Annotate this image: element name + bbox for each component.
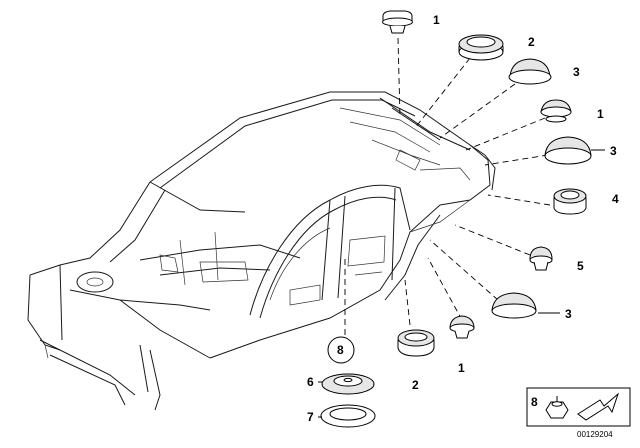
callout-1-bottom: 1 <box>458 361 465 375</box>
leader-lines <box>344 37 551 335</box>
callout-numbers: 1 2 3 1 3 4 5 3 1 2 8 6 7 <box>307 13 619 424</box>
ring-seal-part-7 <box>320 404 376 428</box>
callout-2-top: 2 <box>528 35 535 49</box>
dome-plug-part-3-middle <box>544 136 592 165</box>
callout-6: 6 <box>307 375 314 389</box>
callout-5: 5 <box>577 259 584 273</box>
plug-part-1-bottom <box>449 315 475 339</box>
callout-8: 8 <box>337 343 344 357</box>
callout-2-bottom: 2 <box>412 378 419 392</box>
arrow-icon <box>577 392 620 421</box>
plug-part-1-top <box>382 10 413 34</box>
grommet-part-2-bottom <box>397 329 435 357</box>
car-body-shell <box>27 91 496 411</box>
callout-3-middle: 3 <box>610 144 617 158</box>
dome-plug-part-3-top <box>508 58 552 85</box>
legend-label: 8 <box>531 395 538 409</box>
callout-ticks <box>318 149 605 418</box>
doc-number: 00129204 <box>577 430 613 439</box>
plug-part-5 <box>529 246 553 271</box>
callout-4: 4 <box>612 192 619 206</box>
grommet-part-2-top <box>458 34 504 61</box>
callout-1-top: 1 <box>433 13 440 27</box>
plug-part-1-right <box>540 99 572 123</box>
pad-part-6 <box>321 373 375 395</box>
grommet-part-4 <box>553 188 587 215</box>
callout-3-lower: 3 <box>565 307 572 321</box>
legend-box: 8 <box>526 387 631 427</box>
callout-circle-8 <box>327 336 355 364</box>
callout-1-right: 1 <box>597 107 604 121</box>
nut-icon <box>545 396 569 419</box>
dome-plug-part-3-lower <box>491 292 537 319</box>
callout-7: 7 <box>307 410 314 424</box>
callout-3-top: 3 <box>573 65 580 79</box>
